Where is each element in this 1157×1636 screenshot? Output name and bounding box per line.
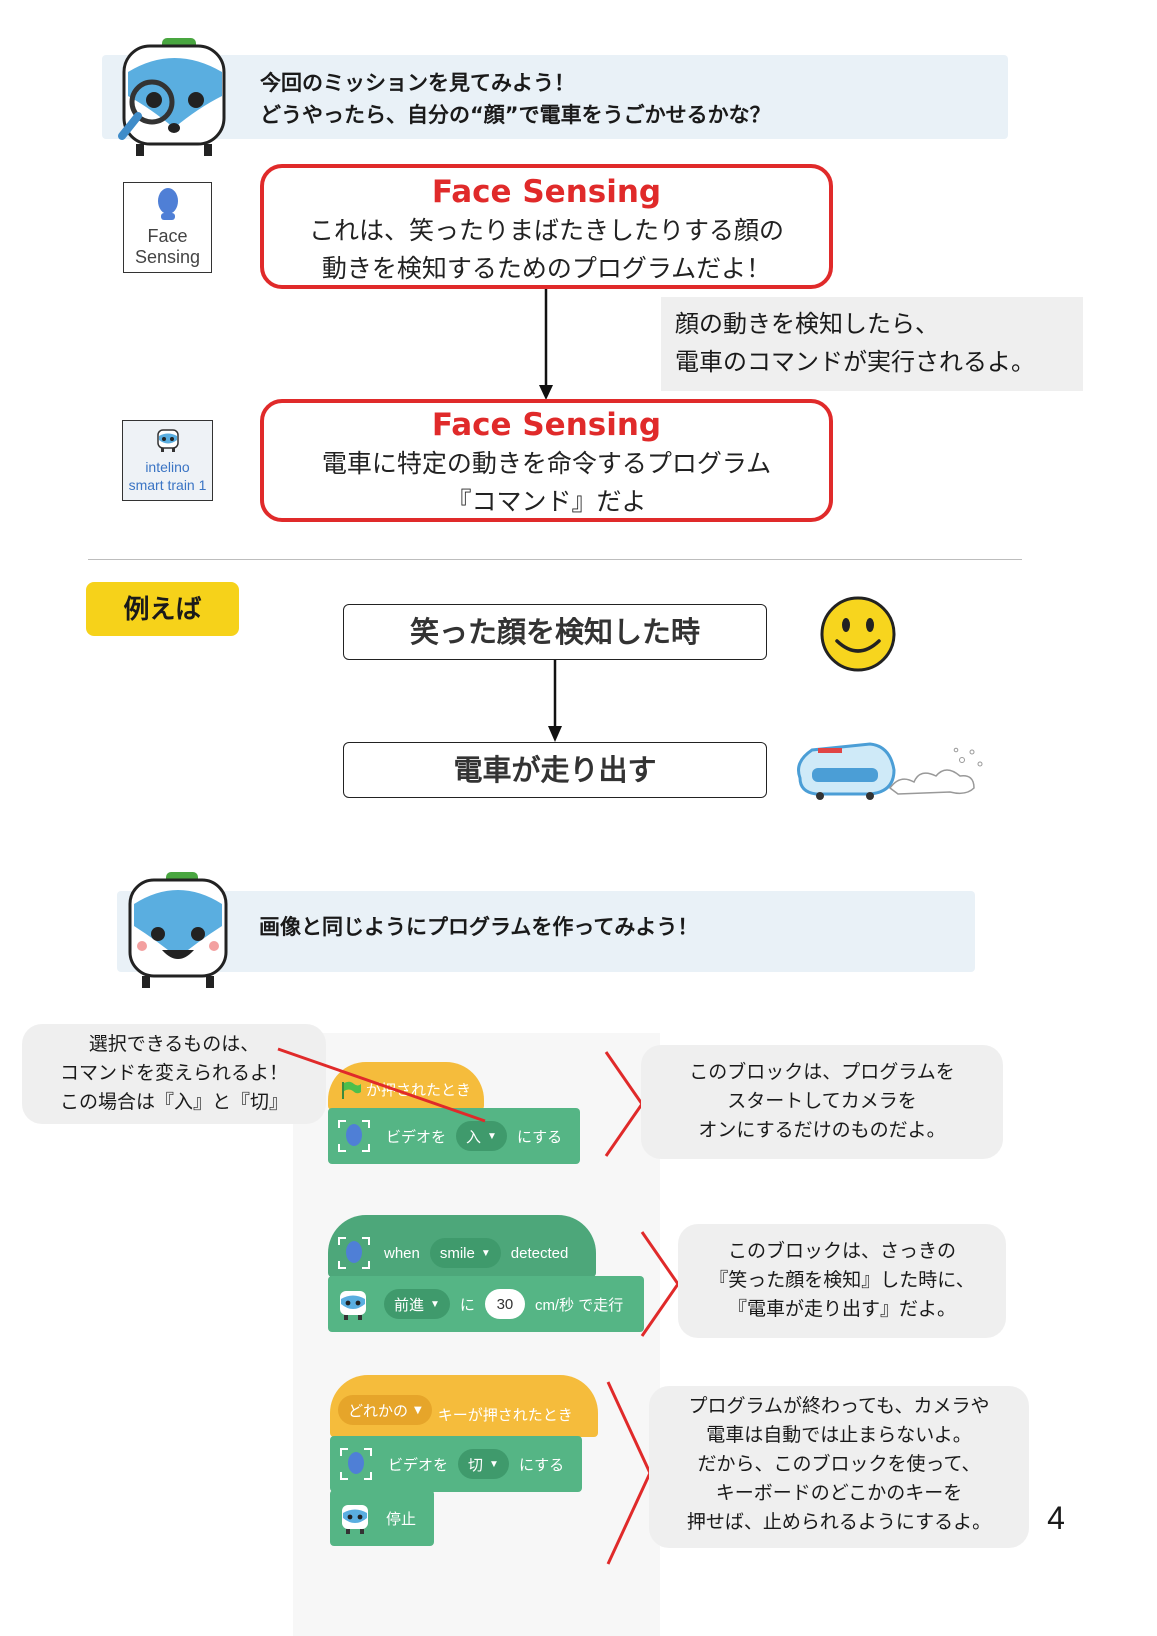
bubble3-line-3: だから、このブロックを使って、: [697, 1453, 981, 1475]
video-off-block[interactable]: ビデオを 切▼ にする: [330, 1436, 582, 1492]
chevron-down-icon: ▼: [489, 1458, 499, 1470]
mission2-line-1: 画像と同じようにプログラムを作ってみよう！: [259, 915, 699, 939]
flow-arrow-1: [539, 289, 553, 400]
explain-bubble-1: このブロックは、プログラムを スタートしてカメラを オンにするだけのものだよ。: [641, 1045, 1003, 1159]
bubble1-line-2: スタートしてカメラを: [727, 1090, 917, 1112]
intelino-label-2: smart train 1: [128, 477, 207, 493]
smile-value: smile: [439, 1244, 475, 1262]
bubble2-line-2: 『笑った顔を検知』した時に、: [709, 1269, 975, 1291]
video-on-suffix: にする: [516, 1128, 563, 1146]
green-flag-icon: [342, 1081, 361, 1099]
explain-bubble-2: このブロックは、さっきの 『笑った顔を検知』した時に、 『電車が走り出す』だよ。: [678, 1224, 1006, 1338]
flow-arrow-2: [548, 660, 562, 742]
speed-input[interactable]: 30: [484, 1289, 525, 1319]
face-sensing-block-icon: [338, 1237, 370, 1269]
direction-dropdown[interactable]: 前進 ▼: [384, 1289, 450, 1319]
pointer-line: [277, 1047, 486, 1123]
box2-line-1: 電車に特定の動きを命令するプログラム: [321, 449, 772, 478]
example-step-2: 電車が走り出す: [343, 742, 767, 798]
video-on-dropdown[interactable]: 入▼: [456, 1121, 507, 1151]
intelino-block-icon: [342, 1505, 368, 1534]
stop-label: 停止: [386, 1510, 417, 1528]
example-step-1: 笑った顔を検知した時: [343, 604, 767, 660]
video-off-prefix: ビデオを: [388, 1456, 449, 1474]
note-line-1: 顔の動きを検知したら、: [675, 310, 939, 338]
face-sensing-label-2: Sensing: [134, 247, 201, 267]
running-train-icon: [797, 742, 983, 800]
key-suffix: キーが押されたとき: [437, 1406, 573, 1424]
stop-block[interactable]: 停止: [330, 1490, 434, 1546]
command-note: 顔の動きを検知したら、 電車のコマンドが実行されるよ。: [661, 297, 1083, 391]
key-value: どれかの: [348, 1401, 409, 1420]
face-sensing-block-icon: [338, 1120, 370, 1152]
box2-title: Face Sensing: [431, 407, 662, 443]
bubble1-line-1: このブロックは、プログラムを: [689, 1061, 955, 1083]
explain-bubble-3: プログラムが終わっても、カメラや 電車は自動では止まらないよ。 だから、このブロ…: [649, 1386, 1029, 1548]
section-divider: [88, 559, 1022, 560]
example-tag: 例えば: [86, 582, 239, 636]
ni-label: に: [459, 1296, 475, 1314]
intelino-train-icon: [156, 429, 179, 452]
bubble3-line-1: プログラムが終わっても、カメラや: [688, 1395, 990, 1417]
video-off-value: 切: [468, 1456, 484, 1474]
detected-label: detected: [510, 1244, 569, 1262]
intelino-block-icon: [340, 1291, 366, 1320]
face-sensing-head-icon: [157, 188, 178, 220]
bubble2-line-1: このブロックは、さっきの: [727, 1240, 956, 1262]
selection-hint-bubble: 選択できるものは、 コマンドを変えられるよ！ この場合は『入』と『切』: [22, 1024, 326, 1124]
bubble3-line-4: キーボードのどこかのキーを: [715, 1482, 963, 1504]
mascot-magnifier-icon: [118, 38, 226, 156]
key-dropdown[interactable]: どれかの ▼: [338, 1395, 432, 1425]
face-sensing-label-1: Face: [147, 226, 188, 246]
page-number: 4: [1047, 1500, 1065, 1536]
when-smile-detected-block[interactable]: when smile ▼ detected: [328, 1215, 596, 1277]
note-line-2: 電車のコマンドが実行されるよ。: [675, 348, 1035, 376]
chevron-down-icon: ▼: [487, 1130, 497, 1142]
video-on-value: 入: [466, 1128, 482, 1146]
when-label: when: [384, 1244, 420, 1262]
move-forward-block[interactable]: 前進 ▼ に 30 cm/秒 で走行: [328, 1276, 644, 1332]
command-description-box: Face Sensing 電車に特定の動きを命令するプログラム 『コマンド』だよ: [260, 399, 833, 522]
left-bubble-line-3: この場合は『入』と『切』: [59, 1091, 288, 1113]
box2-line-2: 『コマンド』だよ: [446, 487, 647, 516]
green-flag-hat-block[interactable]: が押されたとき: [328, 1062, 484, 1110]
face-sensing-block-icon: [340, 1448, 372, 1480]
mission-line-1: 今回のミッションを見てみよう！: [260, 71, 575, 95]
face-sensing-extension-icon: Face Sensing: [123, 182, 212, 273]
left-bubble-line-2: コマンドを変えられるよ！: [59, 1062, 288, 1084]
box1-line-2: 動きを検知するためのプログラムだよ！: [321, 254, 772, 283]
box1-title: Face Sensing: [431, 174, 662, 210]
smile-dropdown[interactable]: smile ▼: [429, 1238, 501, 1268]
intelino-extension-icon: intelino smart train 1: [122, 420, 213, 501]
face-sensing-description-box: Face Sensing これは、笑ったりまばたきしたりする顔の 動きを検知する…: [260, 164, 833, 289]
bubble1-line-3: オンにするだけのものだよ。: [698, 1119, 946, 1141]
speed-suffix: cm/秒 で走行: [534, 1296, 624, 1314]
left-bubble-line-1: 選択できるものは、: [88, 1033, 260, 1055]
chevron-down-icon: ▼: [414, 1404, 422, 1416]
bubble2-line-3: 『電車が走り出す』だよ。: [727, 1298, 956, 1320]
direction-value: 前進: [394, 1296, 425, 1314]
box1-line-1: これは、笑ったりまばたきしたりする顔の: [308, 216, 784, 245]
chevron-down-icon: ▼: [480, 1247, 491, 1259]
mission-banner: 今回のミッションを見てみよう！ どうやったら、自分の“顔”で電車をうごかせるかな…: [102, 55, 1008, 139]
bubble3-line-5: 押せば、止められるようにするよ。: [686, 1511, 992, 1533]
video-on-block[interactable]: ビデオを 入▼ にする: [328, 1108, 580, 1164]
mission-line-2: どうやったら、自分の“顔”で電車をうごかせるかな？: [260, 103, 771, 127]
video-on-prefix: ビデオを: [386, 1128, 447, 1146]
mascot-happy-icon: [128, 872, 228, 988]
chevron-down-icon: ▼: [430, 1298, 440, 1310]
hat-label: が押されたとき: [366, 1081, 472, 1099]
smiley-face-icon: [820, 596, 896, 672]
video-off-suffix: にする: [518, 1456, 565, 1474]
key-pressed-hat-block[interactable]: どれかの ▼ キーが押されたとき: [330, 1375, 598, 1437]
intelino-label-1: intelino: [145, 459, 190, 475]
bubble3-line-2: 電車は自動では止まらないよ。: [706, 1424, 972, 1446]
video-off-dropdown[interactable]: 切▼: [458, 1449, 509, 1479]
mission-banner-2: 画像と同じようにプログラムを作ってみよう！: [117, 891, 975, 972]
